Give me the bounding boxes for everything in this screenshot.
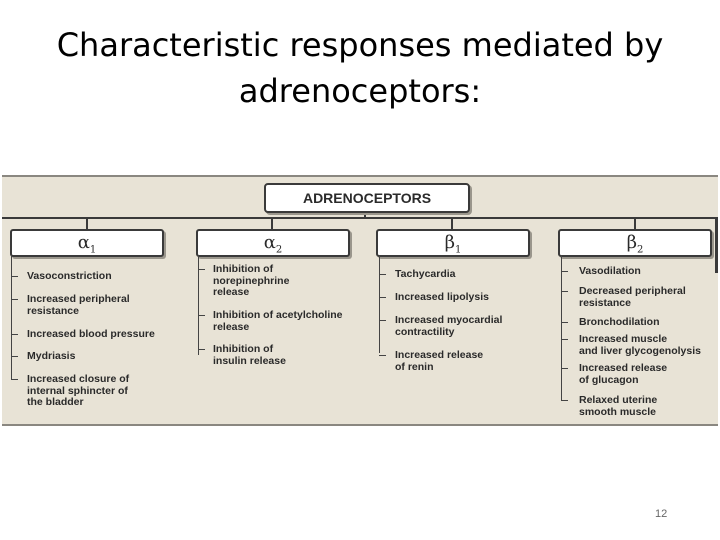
alpha1-response: Increased closure of internal sphincter … (27, 373, 130, 408)
alpha2-response: Inhibition of acetylcholine release (213, 309, 343, 333)
tick (11, 356, 18, 357)
tick (561, 322, 568, 323)
beta2-response: Increased muscle and liver glycogenolysi… (579, 333, 701, 357)
alpha1-response: Increased blood pressure (27, 328, 155, 340)
tick (11, 276, 18, 277)
alpha1-response: Increased peripheral resistance (27, 293, 130, 317)
beta1-response: Increased lipolysis (395, 291, 489, 303)
receptor-symbol: α (77, 232, 90, 253)
root-node: ADRENOCEPTORS (264, 183, 470, 213)
receptor-subscript: 1 (89, 244, 97, 256)
connector-top-bar (2, 217, 718, 219)
receptor-subscript: 2 (637, 244, 644, 256)
receptor-subscript: 2 (275, 244, 283, 256)
tick (11, 379, 18, 380)
beta2-response: Bronchodilation (579, 316, 660, 328)
receptor-symbol: β (444, 232, 456, 253)
alpha2-response: Inhibition of insulin release (213, 343, 286, 367)
connector-alpha2 (271, 217, 273, 231)
tick (379, 355, 386, 356)
tick (561, 368, 568, 369)
slide-title: Characteristic responses mediated by adr… (56, 26, 664, 110)
receptor-beta1-box: β1 (376, 229, 530, 257)
tick (379, 297, 386, 298)
beta1-list-line (379, 255, 380, 353)
tick (11, 334, 18, 335)
receptor-subscript: 1 (455, 244, 462, 256)
receptor-alpha1-box: α1 (10, 229, 164, 257)
beta2-response: Vasodilation (579, 265, 641, 277)
tick (561, 271, 568, 272)
beta1-response: Increased release of renin (395, 349, 484, 373)
beta1-response: Increased myocardial contractility (395, 314, 503, 338)
connector-root-stem (364, 211, 366, 219)
connector-alpha1 (86, 217, 88, 231)
beta2-response: Relaxed uterine smooth muscle (579, 394, 658, 418)
adrenoceptor-diagram: ADRENOCEPTORS α1 α2 β1 β2 Vasoconstricti… (2, 175, 718, 426)
tick (198, 269, 205, 270)
alpha2-response: Inhibition of norepinephrine release (213, 263, 290, 298)
tick (379, 320, 386, 321)
beta1-response: Tachycardia (395, 268, 456, 280)
tick (561, 339, 568, 340)
right-edge-bar (715, 217, 718, 273)
alpha1-list-line (11, 255, 12, 380)
tick (11, 299, 18, 300)
page-number: 12 (655, 508, 668, 520)
beta2-response: Increased release of glucagon (579, 362, 668, 386)
receptor-symbol: α (263, 232, 276, 253)
tick (198, 349, 205, 350)
receptor-beta2-box: β2 (558, 229, 712, 257)
tick (561, 291, 568, 292)
alpha1-response: Vasoconstriction (27, 270, 112, 282)
tick (561, 400, 568, 401)
receptor-alpha2-box: α2 (196, 229, 350, 257)
tick (379, 274, 386, 275)
receptor-symbol: β (626, 232, 638, 253)
tick (198, 315, 205, 316)
alpha1-response: Mydriasis (27, 350, 76, 362)
alpha2-list-line (198, 255, 199, 355)
beta2-response: Decreased peripheral resistance (579, 285, 686, 309)
connector-beta1 (451, 217, 453, 231)
beta2-list-line (561, 255, 562, 400)
connector-beta2 (634, 217, 636, 231)
